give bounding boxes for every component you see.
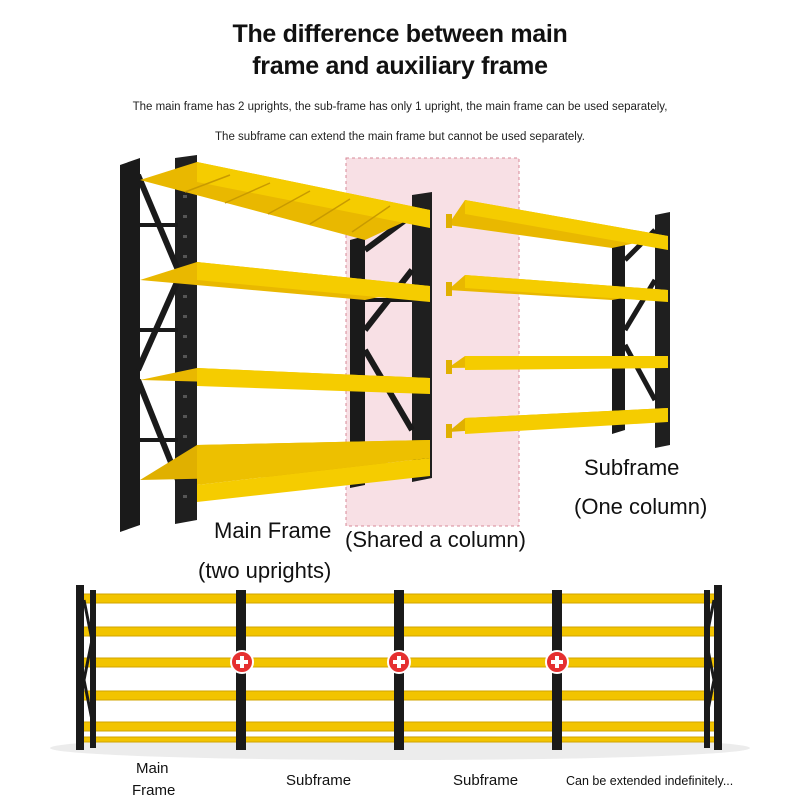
title-line-2: frame and auxiliary frame	[252, 52, 548, 80]
subframe-sublabel: (One column)	[574, 494, 708, 519]
main-frame-sublabel: (two uprights)	[198, 558, 332, 583]
main-frame-label: Main Frame	[214, 518, 332, 543]
extend-label: Can be extended indefinitely...	[566, 774, 734, 788]
subframe-label: Subframe	[584, 455, 680, 480]
title-line-1: The difference between main	[232, 20, 568, 48]
shared-column-label: (Shared a column)	[345, 527, 526, 552]
bottom-subframe-label-b: Subframe	[453, 772, 519, 789]
extended-rack	[50, 585, 750, 760]
plus-icon	[545, 650, 569, 674]
bottom-main-line-1: Main	[136, 760, 169, 777]
plus-icon	[230, 650, 254, 674]
description-line-1: The main frame has 2 uprights, the sub-f…	[132, 101, 668, 113]
description-line-2: The subframe can extend the main frame b…	[215, 131, 585, 143]
page-title: The difference between main frame and au…	[0, 18, 800, 82]
main-frame	[120, 155, 432, 532]
bottom-main-line-2: Frame	[132, 782, 176, 799]
plus-icon	[387, 650, 411, 674]
bottom-subframe-label-a: Subframe	[286, 772, 352, 789]
subframe	[446, 200, 670, 448]
